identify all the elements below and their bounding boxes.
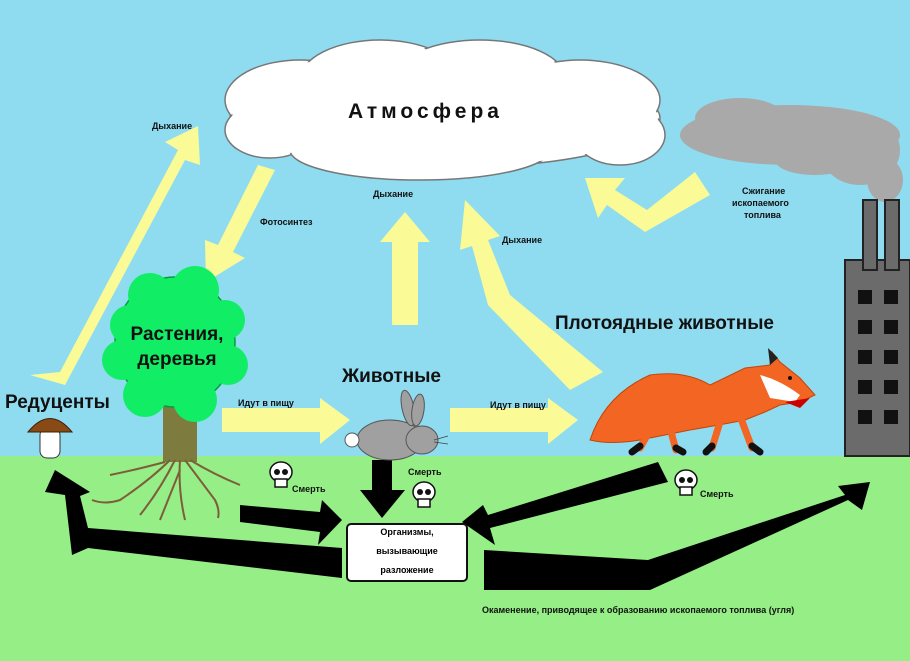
death-label-3: Смерть — [700, 489, 734, 499]
animals-label: Животные — [342, 366, 441, 387]
fox-icon — [589, 348, 816, 456]
respiration-carnivores-arrow — [460, 200, 603, 390]
tree-icon — [91, 266, 248, 521]
eaten-label-2: Идут в пищу — [490, 400, 546, 410]
respiration-animals-arrow — [380, 212, 430, 325]
skull-icon — [674, 469, 698, 496]
respiration-center-label: Дыхание — [373, 189, 414, 199]
smoke-icon — [680, 98, 903, 202]
organisms-line3: разложение — [380, 565, 434, 575]
skull-icon — [412, 481, 436, 508]
fuel-burning-label-2: ископаемого — [732, 198, 789, 208]
decomposers-label: Редуценты — [5, 392, 110, 413]
fuel-burning-arrow — [585, 172, 710, 232]
skull-icon — [269, 461, 293, 488]
rabbit-icon — [344, 389, 439, 461]
fuel-burning-label-3: топлива — [744, 210, 781, 220]
death-label-1: Смерть — [292, 484, 326, 494]
fossilization-label: Окаменение, приводящее к образованию иск… — [482, 605, 795, 615]
fuel-burning-label-1: Сжигание — [742, 186, 786, 196]
death-carnivores-arrow — [462, 462, 668, 545]
photosynthesis-label: Фотосинтез — [260, 217, 313, 227]
plants-label-line1: Растения, — [130, 324, 224, 345]
decomposition-return-arrow — [45, 470, 342, 578]
atmosphere-label: Атмосфера — [348, 100, 503, 123]
mushroom-icon — [26, 418, 74, 459]
decomposer-organisms-box: Организмы, вызывающие разложение — [346, 523, 468, 582]
respiration-left-label: Дыхание — [152, 121, 193, 131]
respiration-right-label: Дыхание — [502, 235, 543, 245]
eaten-animals-arrow — [450, 398, 578, 444]
respiration-decomposers-arrow — [30, 126, 200, 385]
carnivores-label: Плотоядные животные — [555, 313, 775, 334]
plants-label-line2: деревья — [137, 349, 217, 370]
fossilization-arrow — [484, 482, 870, 590]
organisms-line2: вызывающие — [376, 546, 438, 556]
eaten-plants-arrow — [222, 398, 350, 444]
plants-label: Растения, деревья — [122, 322, 232, 372]
death-label-2: Смерть — [408, 467, 442, 477]
photosynthesis-arrow — [205, 165, 275, 282]
death-animals-arrow — [360, 460, 405, 518]
death-plants-arrow — [240, 500, 342, 545]
factory-icon — [844, 199, 910, 457]
eaten-label-1: Идут в пищу — [238, 398, 294, 408]
organisms-line1: Организмы, — [380, 527, 434, 537]
